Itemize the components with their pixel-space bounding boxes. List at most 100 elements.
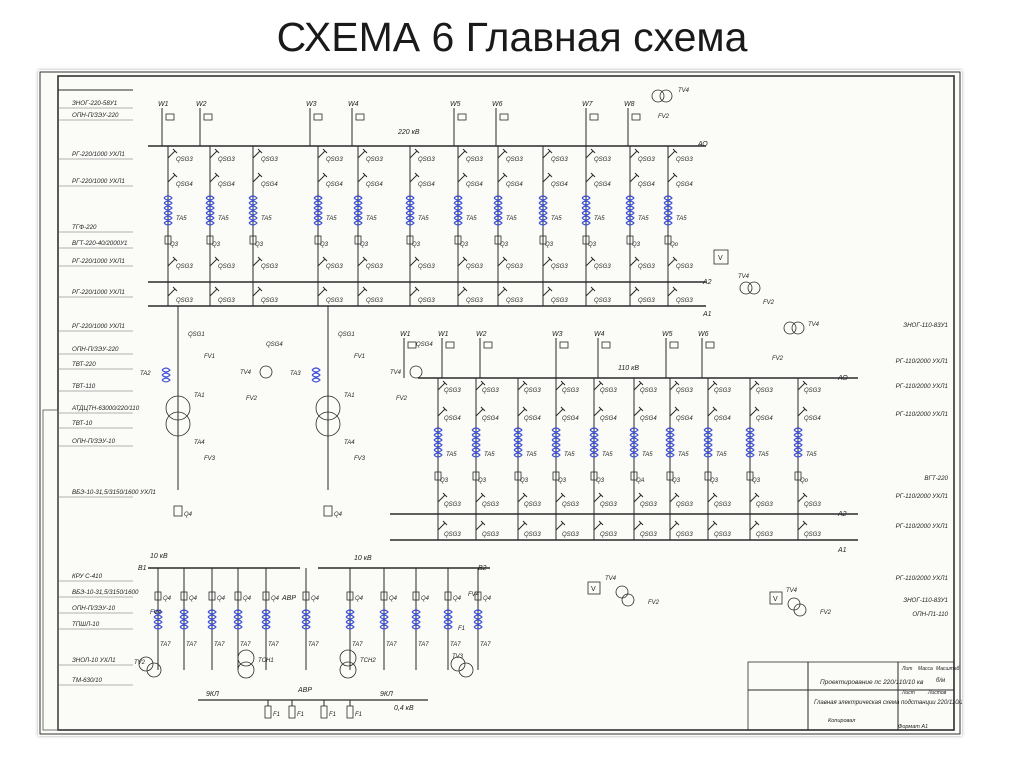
- bay-220-disconnector: [252, 174, 261, 183]
- bay-110-disconnector: [707, 494, 716, 503]
- tv3-circle: [458, 662, 474, 678]
- bay-110-qsg3: QSG3: [562, 532, 579, 538]
- right-spec-label: РГ-110/2000 УХЛ1: [896, 358, 948, 365]
- bay-220-ct: [163, 215, 173, 221]
- bay-110-qsg3: QSG3: [444, 532, 461, 538]
- bay-10-ct: [345, 609, 355, 615]
- bay-220-qsg3: QSG3: [326, 298, 343, 304]
- bay-220-ct: [353, 210, 363, 216]
- bay-220-ct: [581, 210, 591, 216]
- bay-110-ct: [513, 447, 523, 453]
- bay-110-breaker: [630, 471, 638, 481]
- vt-110-a2-box: [769, 591, 783, 605]
- bay-110-ct: [589, 447, 599, 453]
- at-ta: TA3: [290, 371, 301, 377]
- bay-220-qsg4: QSG4: [466, 182, 483, 188]
- bay-110-disconnector: [437, 408, 446, 417]
- bay-220-ta5: TA5: [176, 216, 187, 222]
- bay-110-q: Q3: [596, 478, 605, 484]
- tsn1-circle: [237, 649, 255, 667]
- bay-10-ct: [345, 614, 355, 620]
- bay-110-q: Q3: [752, 478, 761, 484]
- at-fv3: FV3: [204, 456, 216, 462]
- bay-220-ct: [493, 195, 503, 201]
- switch-tick: [674, 492, 680, 498]
- at-ct: [161, 372, 171, 378]
- bay-110-ct: [629, 447, 639, 453]
- bay-220-qsg3: QSG3: [261, 264, 278, 270]
- switch-tick: [712, 380, 718, 386]
- bay-220-ct: [625, 215, 635, 221]
- feeder-box: [669, 341, 679, 349]
- bay-110-ct: [513, 427, 523, 433]
- bay-220-breaker: [406, 235, 414, 245]
- switch-tick: [560, 520, 566, 526]
- bay-220-ta5: TA5: [506, 216, 517, 222]
- bay-110-ta5: TA5: [484, 452, 495, 458]
- bay-220-q: Q3: [255, 242, 264, 248]
- right-spec-label: РГ-110/2000 УХЛ1: [896, 575, 948, 582]
- bay-110-disconnector: [707, 382, 716, 391]
- fuse-f1-label: F1: [355, 712, 362, 718]
- bay-10-breaker: [474, 591, 482, 601]
- feeder-220-label: W7: [582, 101, 594, 108]
- bay-220-ct: [663, 200, 673, 206]
- bay-220-ct: [538, 220, 548, 226]
- at-tv4: TV4: [390, 370, 402, 376]
- bay-220-ta5: TA5: [326, 216, 337, 222]
- bay-110-q: Q3: [672, 478, 681, 484]
- switch-tick: [638, 380, 644, 386]
- bay-110-qsg3: QSG3: [600, 388, 617, 394]
- left-spec-label: РГ-220/1000 УХЛ1: [72, 151, 125, 158]
- bay-10-ct: [153, 619, 163, 625]
- bay-110-ct: [665, 432, 675, 438]
- switch-tick: [638, 520, 644, 526]
- switch-tick: [322, 148, 328, 154]
- bay-220-ct: [453, 195, 463, 201]
- switch-tick: [547, 148, 553, 154]
- bay-220-qsg4: QSG4: [638, 182, 655, 188]
- bay-220-disconnector: [209, 258, 218, 267]
- bay-220-disconnector: [167, 174, 176, 183]
- bay-110-ct: [589, 437, 599, 443]
- bay-10-q4: Q4: [243, 596, 252, 602]
- switch-tick: [712, 406, 718, 412]
- bay-110-ct: [703, 447, 713, 453]
- fuse-f1: [346, 705, 354, 719]
- bay-110-qsg3: QSG3: [676, 388, 693, 394]
- tsn2-label: ТСН2: [360, 658, 376, 664]
- switch-tick: [634, 256, 640, 262]
- switch-tick: [462, 256, 468, 262]
- bay-110-qsg3: QSG3: [600, 532, 617, 538]
- bay-10-ct: [179, 609, 189, 615]
- left-spec-label: ВГТ-220-40/2000У1: [72, 240, 127, 247]
- bay-220-ct: [405, 205, 415, 211]
- bay-220-ta5: TA5: [551, 216, 562, 222]
- bay-220-ct: [663, 220, 673, 226]
- bay-110-ct: [703, 452, 713, 458]
- bay-220-disconnector: [497, 150, 506, 159]
- bay-220-disconnector: [209, 174, 218, 183]
- at-breaker: [323, 505, 333, 517]
- bay-220-ct: [163, 200, 173, 206]
- at-ta4: TA4: [194, 440, 205, 446]
- feeder-box: [499, 113, 509, 121]
- bay-10-breaker: [380, 591, 388, 601]
- switch-tick: [672, 172, 678, 178]
- bay-10-breaker: [444, 591, 452, 601]
- switch-tick: [754, 520, 760, 526]
- feeder-220-label: W1: [158, 101, 169, 108]
- bay-110-ta5: TA5: [602, 452, 613, 458]
- bay-110-ct: [433, 437, 443, 443]
- outer-frame: [39, 71, 961, 735]
- bay-110-disconnector: [669, 382, 678, 391]
- switch-tick: [560, 406, 566, 412]
- switch-tick: [480, 380, 486, 386]
- left-spec-label: ОПН-П/ЗЭУ-220: [72, 112, 119, 119]
- bay-110-ct: [745, 447, 755, 453]
- bay-220-qsg3: QSG3: [176, 298, 193, 304]
- vt-220-circle: [659, 89, 673, 103]
- feeder-110-label: W3: [552, 331, 563, 338]
- switch-tick: [172, 148, 178, 154]
- bay-220-qsg4: QSG4: [676, 182, 693, 188]
